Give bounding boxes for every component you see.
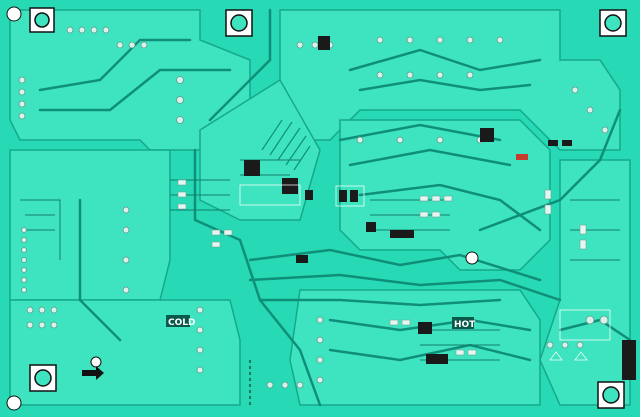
silkscreen-marks	[239, 184, 611, 361]
hot-label: HOT	[452, 317, 476, 330]
cold-label: COLD	[166, 315, 195, 328]
hot-label-text: HOT	[454, 320, 476, 330]
solder-pads	[18, 26, 609, 389]
red-resistor	[516, 154, 528, 160]
chip-resistors	[177, 179, 587, 356]
arrow-marker	[82, 366, 104, 380]
copper-traces	[38, 8, 632, 407]
cold-label-text: COLD	[168, 318, 195, 328]
smd-components	[244, 36, 636, 380]
connector-header	[622, 340, 636, 380]
hatched-ground	[261, 119, 311, 171]
mounting-holes	[6, 6, 627, 411]
signal-traces	[20, 159, 620, 361]
